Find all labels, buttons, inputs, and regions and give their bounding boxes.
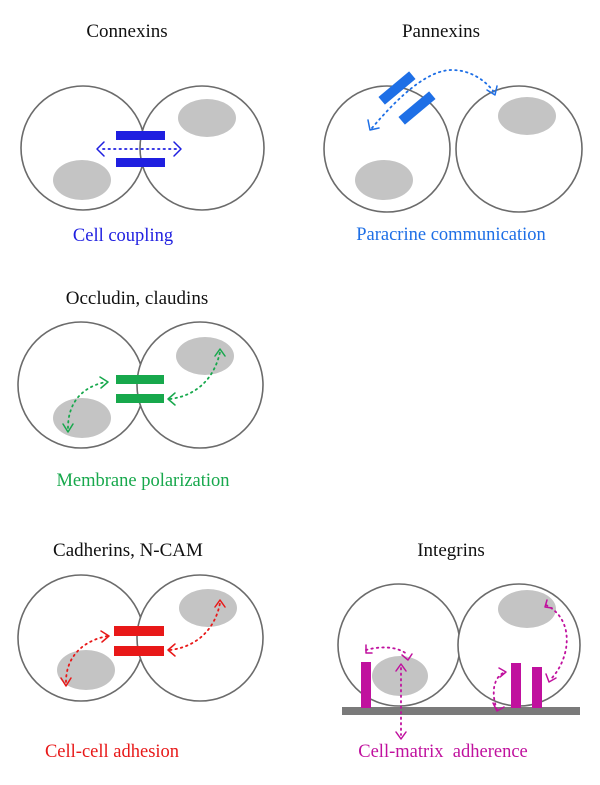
panel-title: Integrins	[417, 540, 485, 561]
panel-caption: Paracrine communication	[356, 225, 546, 245]
dotted-arrow	[371, 69, 495, 129]
nucleus	[355, 160, 413, 200]
panel-caption: Membrane polarization	[56, 471, 229, 491]
integrin-receptor	[532, 667, 542, 708]
nucleus	[179, 589, 237, 627]
dotted-arrow	[169, 351, 221, 400]
integrin-receptor	[511, 663, 521, 708]
pannexin-channel	[378, 71, 416, 105]
panel-title: Connexins	[86, 21, 167, 42]
panel-integrins: Integrins Cell-matrix adherence	[337, 540, 581, 762]
cadherin-bond	[114, 626, 164, 636]
panel-title: Occludin, claudins	[66, 288, 208, 309]
connexin-channel	[116, 131, 165, 140]
nucleus	[498, 590, 556, 628]
arrowhead	[100, 630, 110, 643]
arrowhead	[167, 643, 176, 657]
tight-junction-strand	[116, 375, 164, 384]
arrowhead	[545, 673, 557, 683]
nucleus	[498, 97, 556, 135]
arrowhead	[401, 653, 413, 661]
nucleus	[57, 650, 115, 690]
pannexin-channel	[398, 91, 436, 125]
arrowhead	[214, 348, 226, 357]
panel-title: Pannexins	[402, 21, 480, 42]
panel-caption: Cell-cell adhesion	[45, 742, 179, 762]
dotted-arrow	[67, 381, 107, 429]
dotted-arrow	[65, 635, 109, 683]
arrowhead	[167, 392, 176, 406]
arrowhead	[99, 376, 109, 389]
tight-junction-strand	[116, 394, 164, 403]
arrowhead	[62, 423, 74, 433]
panel-caption: Cell coupling	[73, 226, 173, 246]
arrowhead	[486, 85, 498, 96]
arrowhead	[498, 667, 507, 678]
panel-cadherins: Cadherins, N-CAM Cell-cell adhesion	[17, 540, 264, 762]
arrowhead	[96, 141, 105, 157]
panel-title: Cadherins, N-CAM	[53, 540, 203, 561]
arrowhead	[173, 141, 182, 157]
arrowhead	[367, 119, 380, 131]
nucleus	[372, 656, 428, 696]
integrin-receptor	[361, 662, 371, 708]
arrowhead	[544, 599, 553, 609]
panel-occludin: Occludin, claudins Membrane polarization	[17, 288, 264, 491]
arrowhead	[214, 599, 226, 608]
dotted-arrow	[169, 602, 221, 651]
arrowhead	[365, 644, 373, 654]
panel-pannexins: Pannexins Paracrine communication	[323, 21, 583, 245]
cadherin-bond	[114, 646, 164, 656]
connexin-channel	[116, 158, 165, 167]
nucleus	[178, 99, 236, 137]
panel-connexins: Connexins Cell coupling	[20, 21, 265, 246]
dotted-arrow	[365, 646, 409, 656]
arrowhead	[60, 677, 72, 687]
dotted-arrow	[492, 671, 506, 711]
dotted-arrow	[545, 604, 568, 681]
nucleus	[176, 337, 234, 375]
nucleus	[53, 398, 111, 438]
arrowhead	[395, 663, 407, 672]
nucleus	[53, 160, 111, 200]
arrowhead	[492, 702, 505, 712]
extracellular-matrix	[342, 707, 580, 715]
panel-caption: Cell-matrix adherence	[358, 742, 528, 762]
arrowhead	[395, 731, 407, 740]
